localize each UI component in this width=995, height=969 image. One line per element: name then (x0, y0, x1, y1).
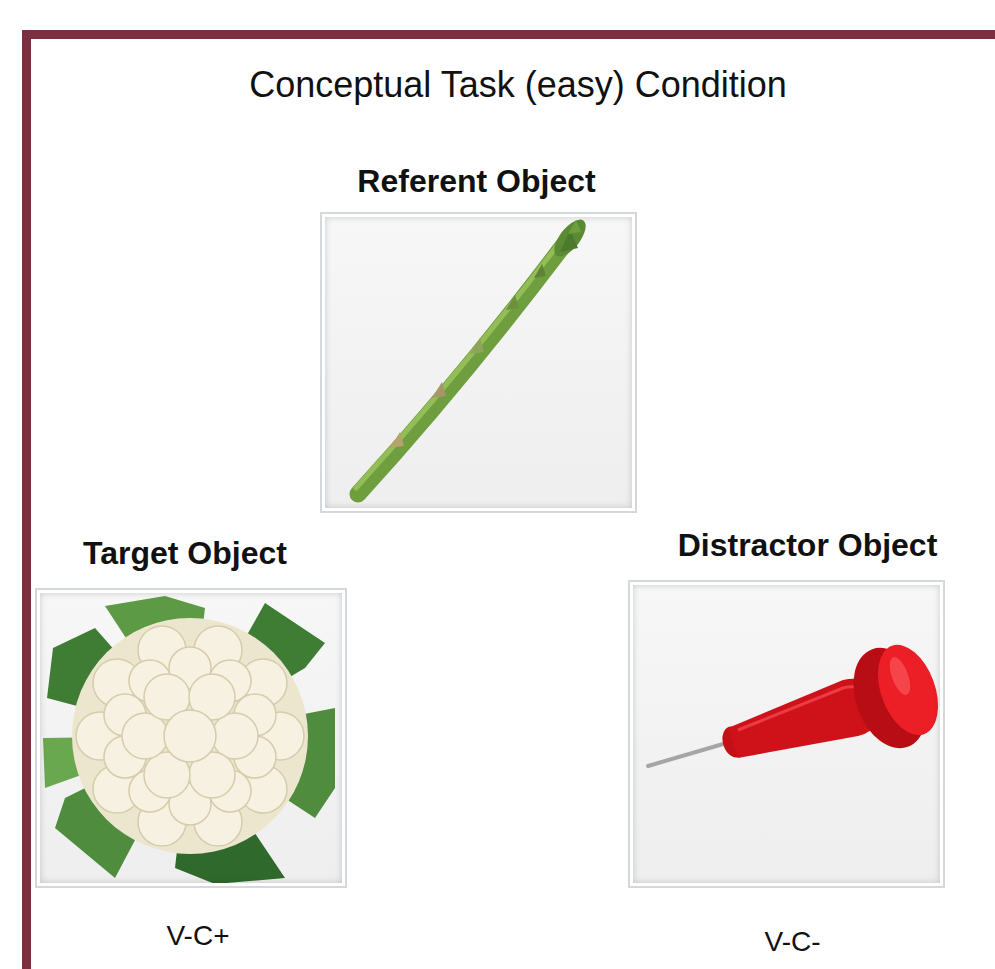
slide-title: Conceptual Task (easy) Condition (249, 64, 787, 105)
asparagus-picture (320, 212, 637, 513)
illustration-part (628, 580, 945, 888)
illustration-part (886, 654, 915, 697)
illustration-part (470, 338, 484, 354)
illustration-part (568, 220, 581, 234)
illustration-part (432, 382, 446, 398)
slide-frame (22, 30, 995, 969)
illustration-part (390, 432, 404, 448)
illustration-part (72, 618, 308, 854)
illustration-part (549, 215, 592, 262)
illustration-part (164, 710, 216, 762)
illustration-part (35, 588, 347, 888)
illustration-part (22, 30, 31, 969)
cauliflower-picture (35, 588, 347, 888)
illustration-part (867, 637, 950, 744)
illustration-part (506, 295, 519, 310)
illustration-part (534, 264, 546, 278)
illustration-part (738, 687, 864, 730)
illustration-part (76, 626, 304, 846)
illustration-part (22, 30, 995, 39)
object-heading: Referent Object (357, 163, 595, 200)
pushpin-picture (628, 580, 949, 888)
illustration-part (648, 742, 730, 766)
target-box: Target ObjectV-C+ (35, 588, 347, 888)
illustration-part (212, 713, 258, 759)
object-heading: Distractor Object (678, 527, 938, 564)
illustration-part (320, 212, 637, 513)
referent-box: Referent Object (320, 212, 637, 513)
illustration-part (356, 242, 560, 488)
object-heading: Target Object (83, 535, 287, 572)
condition-code: V-C+ (166, 920, 229, 952)
distractor-box: Distractor ObjectV-C- (628, 580, 945, 888)
condition-code: V-C- (765, 926, 821, 958)
